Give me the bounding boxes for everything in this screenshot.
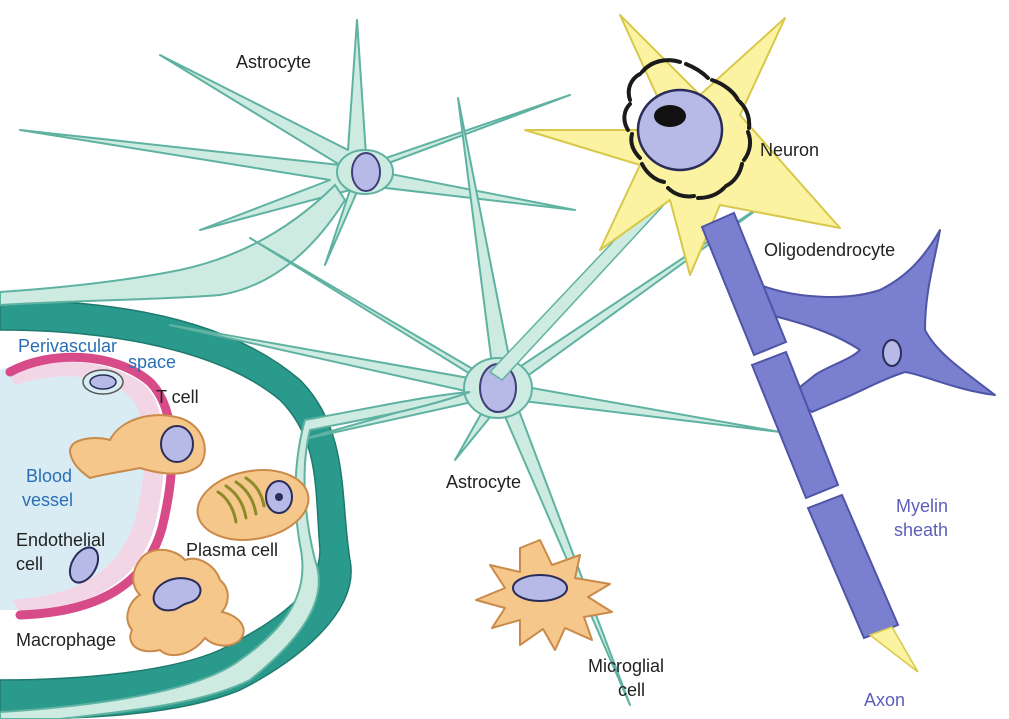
oligodendrocyte-nucleus: [882, 339, 902, 367]
blood-vessel-lumen: [0, 361, 159, 610]
label-t-cell: T cell: [156, 387, 199, 407]
label-blood-vessel-line1: Blood: [26, 466, 73, 486]
axon-tip: [868, 626, 919, 673]
label-neuron: Neuron: [760, 140, 820, 160]
label-blood-vessel-line2: vessel: [22, 490, 74, 510]
label-axon: Axon: [864, 690, 906, 710]
neuron-nucleus: [636, 88, 724, 172]
label-endothelial-cell-line2: cell: [16, 554, 44, 574]
microglial-cell: [475, 539, 613, 651]
astrocyte-top-nucleus: [351, 152, 381, 192]
microglial-nucleus: [512, 574, 568, 602]
oligodendrocyte: [759, 229, 996, 413]
label-microglial-cell-line1: Microglial: [588, 656, 665, 676]
label-myelin-sheath-line1: Myelin: [896, 496, 949, 516]
macrophage: [126, 548, 245, 657]
t-cell: [68, 414, 206, 480]
label-astrocyte-center: Astrocyte: [446, 472, 522, 492]
label-plasma-cell: Plasma cell: [186, 540, 279, 560]
nissl-bodies: [622, 58, 753, 200]
t-cell-nucleus: [160, 425, 194, 463]
myelin-segment: [750, 350, 840, 500]
perivascular-cell: [82, 369, 124, 395]
macrophage-nucleus: [152, 577, 202, 612]
label-perivascular-space-line2: space: [128, 352, 177, 372]
plasma-cell: [196, 469, 310, 541]
label-microglial-cell-line2: cell: [618, 680, 646, 700]
label-astrocyte-top: Astrocyte: [236, 52, 312, 72]
label-perivascular-space-line1: Perivascular: [18, 336, 118, 356]
myelin-sheath: [700, 211, 900, 640]
neuron-nucleolus: [654, 105, 686, 127]
label-endothelial-cell-line1: Endothelial: [16, 530, 106, 550]
myelin-segment: [806, 493, 900, 640]
astrocyte-top-endfoot: [0, 183, 347, 307]
neuron: [524, 14, 841, 276]
endothelium-light: [10, 362, 165, 612]
label-myelin-sheath-line2: sheath: [894, 520, 949, 540]
endothelial-nucleus: [68, 546, 100, 584]
label-oligodendrocyte: Oligodendrocyte: [764, 240, 896, 260]
myelin-segment: [700, 211, 788, 357]
astrocyte-top: [19, 19, 576, 266]
astrocyte-center-endfoot: [0, 391, 471, 719]
label-macrophage: Macrophage: [16, 630, 117, 650]
